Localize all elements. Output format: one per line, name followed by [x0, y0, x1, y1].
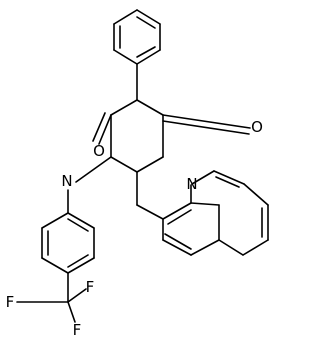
bond: [67, 254, 89, 268]
bond: [191, 170, 215, 185]
bond: [113, 9, 138, 25]
bond: [41, 257, 69, 274]
atom-label-oxygen: O: [251, 118, 263, 136]
bond: [136, 204, 164, 220]
bond: [110, 99, 138, 116]
bond: [243, 183, 269, 206]
molecule-structure: O O N N F F F: [5, 9, 269, 339]
atom-label-fluorine: F: [86, 278, 95, 296]
bond: [242, 239, 269, 256]
atom-label-nitrogen: N: [61, 172, 72, 190]
bond: [162, 114, 251, 129]
bond: [41, 212, 69, 229]
bond: [162, 239, 192, 256]
bond: [67, 218, 89, 232]
bond: [136, 16, 156, 29]
bond: [113, 49, 138, 65]
bond: [164, 233, 192, 250]
bond: [162, 120, 250, 135]
bond: [67, 288, 87, 303]
bond: [190, 202, 220, 206]
bond: [136, 49, 161, 65]
atom-labels: O O N N F F F: [6, 118, 263, 339]
atom-label-oxygen: O: [93, 142, 105, 160]
bond: [98, 114, 112, 145]
bond: [167, 209, 192, 225]
bond: [75, 156, 112, 183]
bond: [92, 112, 106, 142]
bond: [213, 170, 245, 185]
bond: [190, 239, 220, 256]
bond: [110, 156, 138, 173]
atom-label-nitrogen: N: [186, 175, 197, 193]
bond: [136, 9, 161, 25]
bond: [218, 239, 244, 256]
bond: [162, 202, 192, 220]
atom-label-fluorine: F: [73, 321, 82, 339]
bond: [67, 212, 95, 229]
bond: [67, 301, 76, 323]
bond: [136, 46, 156, 58]
bond: [215, 176, 240, 188]
bond: [136, 156, 164, 173]
bond: [67, 257, 95, 274]
bond: [136, 99, 164, 116]
atom-label-fluorine: F: [6, 293, 15, 311]
bonds: [16, 9, 269, 323]
